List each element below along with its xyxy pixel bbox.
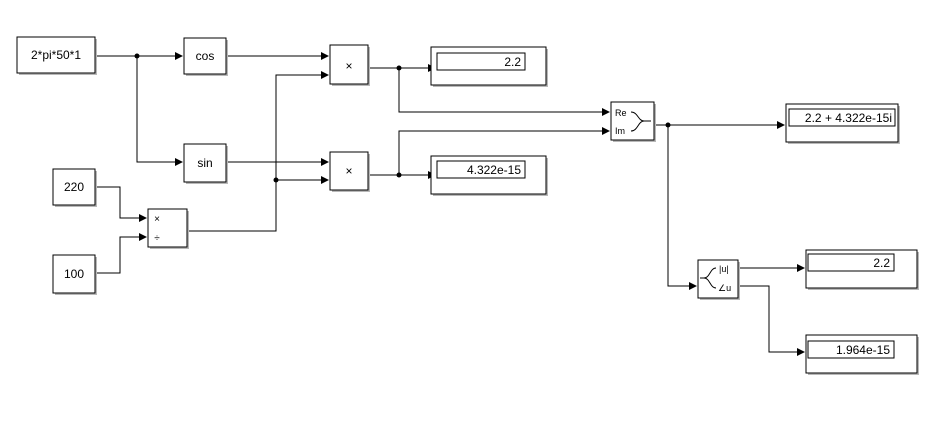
constant-100-label: 100: [64, 267, 84, 281]
real-imag-to-complex-block[interactable]: Re Im: [610, 101, 656, 142]
display-imag-value: 4.322e-15: [467, 163, 521, 177]
constant-main-label: 2*pi*50*1: [31, 48, 81, 62]
constant-220-label: 220: [64, 180, 84, 194]
product-block-2[interactable]: ×: [329, 151, 370, 192]
display-real-value: 2.2: [504, 55, 521, 69]
wire-product2-to-im: [398, 130, 603, 175]
arrowheads: [139, 52, 805, 356]
display-real-part[interactable]: 2.2: [430, 46, 548, 87]
c2mag-angle-label: ∠u: [718, 283, 731, 293]
display-magnitude[interactable]: 2.2: [805, 249, 919, 290]
cos-label: cos: [196, 49, 215, 63]
wire-divide-to-product1: [275, 74, 322, 180]
sin-block[interactable]: sin: [183, 143, 228, 184]
constant-block-100[interactable]: 100: [52, 254, 97, 295]
cos-block[interactable]: cos: [183, 37, 228, 76]
wire-angle-to-display: [738, 285, 798, 353]
constant-block-220[interactable]: 220: [52, 168, 97, 207]
display-angle-value: 1.964e-15: [836, 343, 890, 357]
divide-div-symbol: ÷: [154, 233, 160, 244]
wire-220-to-divide: [95, 186, 141, 219]
ri2c-re-label: Re: [615, 108, 627, 118]
wire-divide-out: [187, 180, 277, 232]
display-imag-part[interactable]: 4.322e-15: [430, 155, 548, 196]
ri2c-im-label: Im: [615, 126, 625, 136]
display-complex[interactable]: 2.2 + 4.322e-15i: [785, 103, 900, 144]
product-2-symbol: ×: [345, 164, 352, 178]
display-magnitude-value: 2.2: [873, 256, 890, 270]
complex-to-magnitude-angle-block[interactable]: |u| ∠u: [697, 259, 740, 300]
signal-lines: [95, 55, 798, 353]
wire-ri2c-to-c2mag: [667, 125, 690, 287]
c2mag-abs-label: |u|: [719, 264, 729, 274]
sin-label: sin: [197, 156, 212, 170]
divide-times-symbol: ×: [154, 214, 160, 225]
wire-100-to-divide: [95, 236, 141, 274]
display-angle[interactable]: 1.964e-15: [805, 334, 919, 375]
display-complex-value: 2.2 + 4.322e-15i: [805, 111, 892, 125]
product-block-1[interactable]: ×: [329, 44, 370, 86]
wire-const-to-sin: [136, 56, 176, 163]
wire-product1-to-re: [398, 68, 603, 113]
branch-points: [134, 53, 671, 183]
divide-block[interactable]: × ÷: [147, 208, 189, 249]
product-1-symbol: ×: [345, 59, 352, 73]
constant-block-main[interactable]: 2*pi*50*1: [16, 36, 97, 75]
